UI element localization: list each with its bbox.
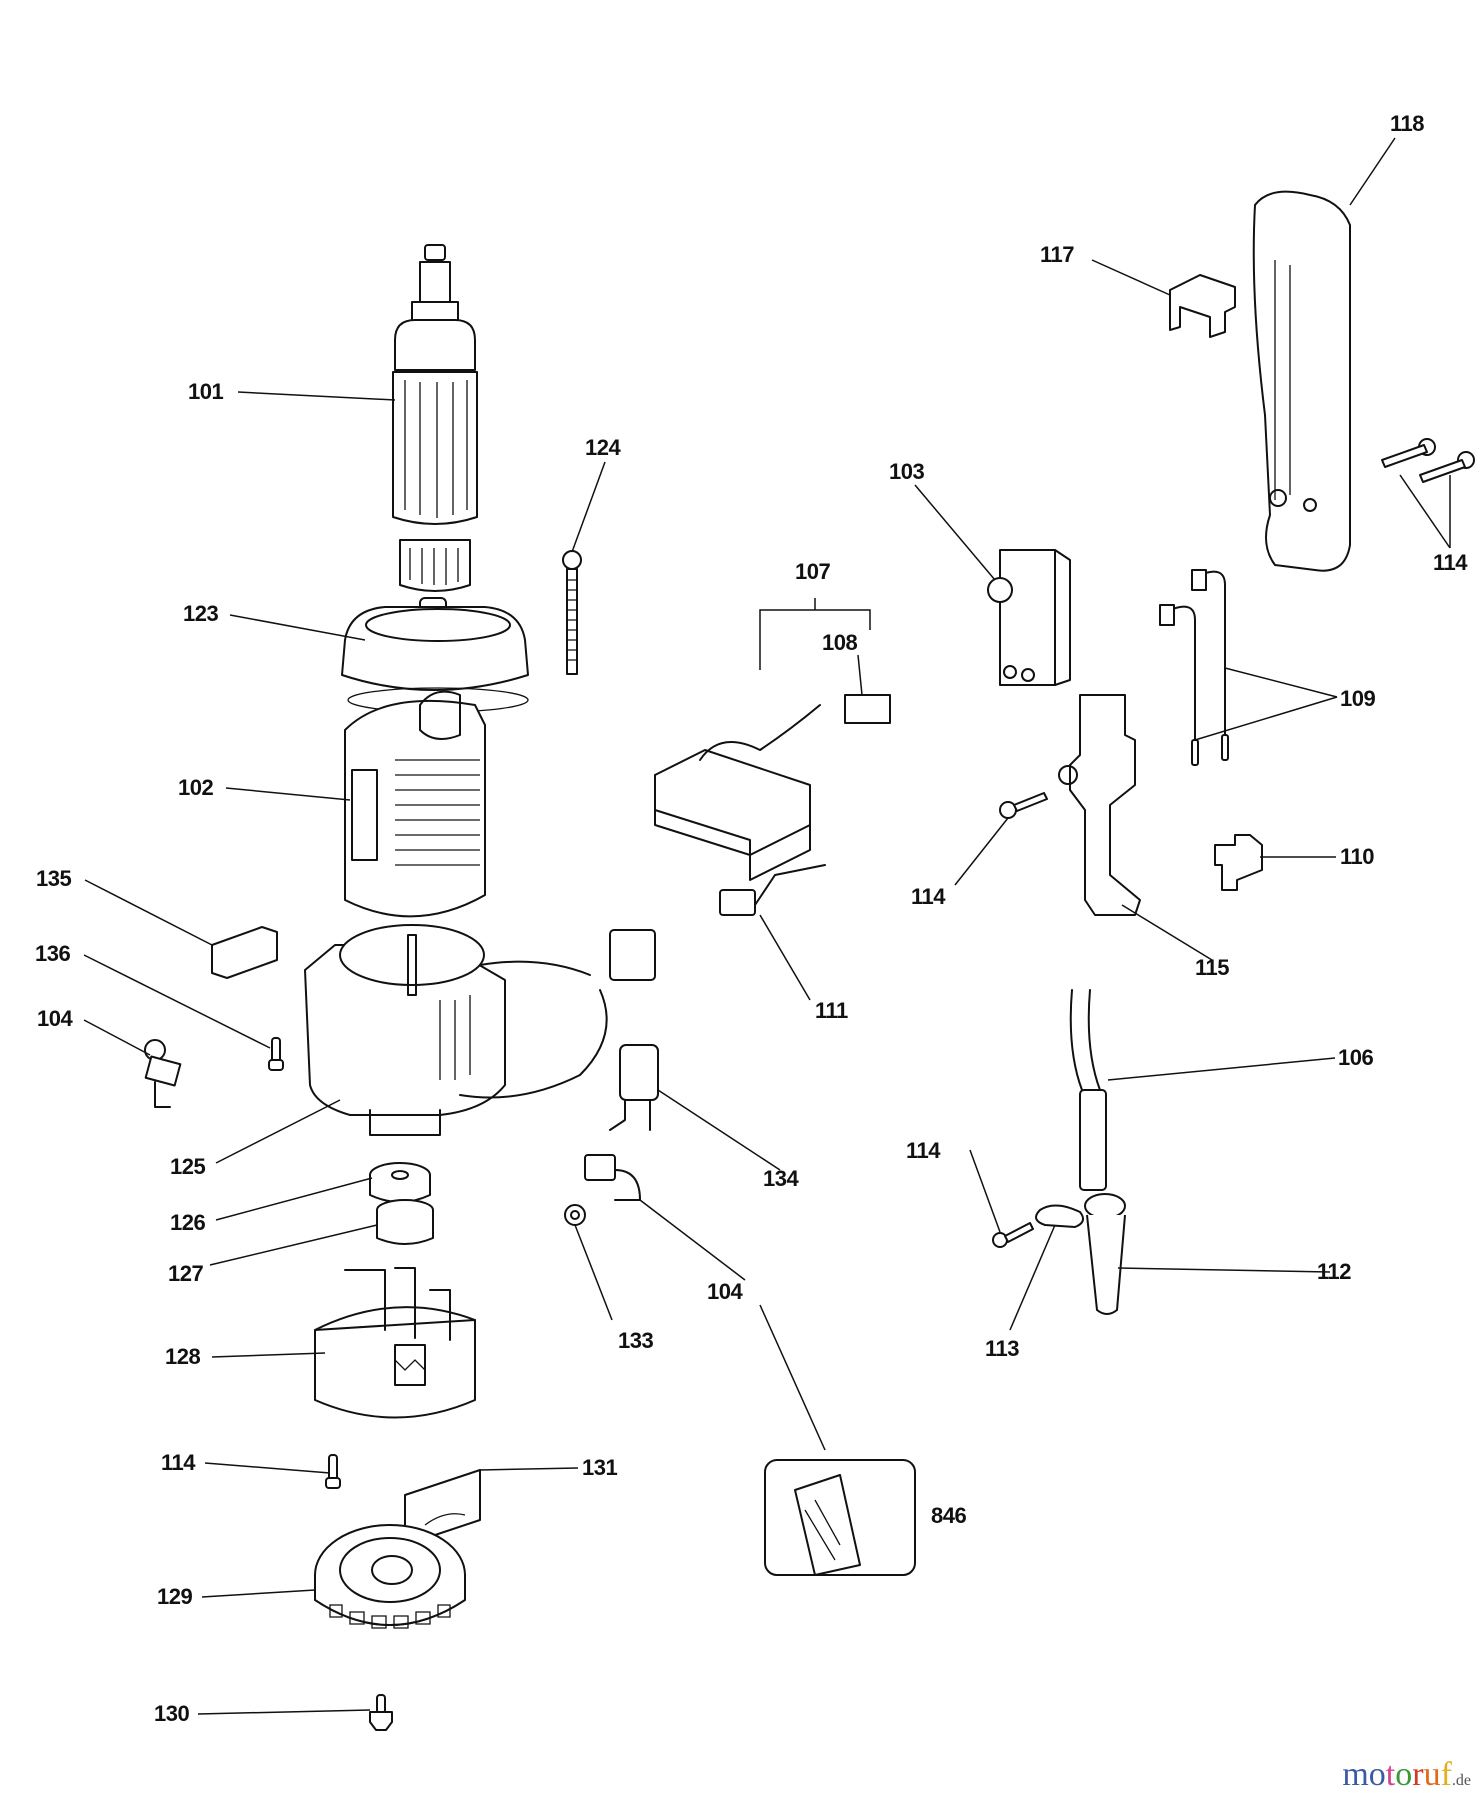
label-114-handle: 114 (1433, 550, 1468, 575)
part-136-screw[interactable] (268, 1037, 284, 1071)
part-106-power-cord[interactable] (1069, 989, 1107, 1191)
label-112: 112 (1317, 1259, 1352, 1284)
watermark-letter: t (1385, 1756, 1396, 1793)
watermark-letter: u (1423, 1756, 1441, 1793)
part-102-field-stator[interactable] (344, 690, 486, 918)
label-127: 127 (168, 1261, 204, 1286)
part-103-switch[interactable] (987, 549, 1071, 686)
part-128-end-cap[interactable] (314, 1267, 476, 1419)
label-118: 118 (1390, 111, 1425, 136)
watermark-letter: o (1395, 1756, 1413, 1793)
label-107: 107 (795, 559, 831, 584)
part-117-clip[interactable] (1169, 274, 1236, 338)
part-134-brush-holder[interactable] (609, 1044, 659, 1131)
part-131-cover-plate[interactable] (404, 1469, 481, 1546)
part-130-end-screw[interactable] (369, 1694, 393, 1731)
label-126: 126 (170, 1210, 206, 1235)
label-114-switch: 114 (911, 884, 946, 909)
label-117: 117 (1040, 242, 1075, 267)
label-133: 133 (618, 1328, 654, 1353)
part-114-screw-mid[interactable] (999, 792, 1048, 819)
leader-lines (83, 137, 1451, 1715)
label-130: 130 (154, 1701, 190, 1726)
part-104-brush-left[interactable] (144, 1039, 182, 1108)
label-109: 109 (1340, 686, 1376, 711)
label-114-endcap: 114 (161, 1450, 196, 1475)
label-134: 134 (763, 1166, 799, 1191)
label-101: 101 (188, 379, 224, 404)
part-114-screw-lower[interactable] (325, 1454, 341, 1489)
part-115-switch-holder[interactable] (1058, 694, 1141, 916)
part-846-parts-bag[interactable] (764, 1459, 916, 1576)
part-125-motor-housing[interactable] (304, 924, 656, 1136)
label-135: 135 (36, 866, 72, 891)
watermark-letter: o (1368, 1756, 1386, 1793)
label-128: 128 (165, 1344, 201, 1369)
label-124: 124 (585, 435, 621, 460)
label-104-center: 104 (707, 1279, 743, 1304)
watermark-letter: r (1412, 1756, 1424, 1793)
label-103: 103 (889, 459, 925, 484)
part-135-plate[interactable] (211, 926, 278, 979)
part-133-spring[interactable] (564, 1204, 586, 1226)
label-125: 125 (170, 1154, 206, 1179)
part-101-armature[interactable] (392, 244, 478, 657)
part-126-bearing[interactable] (369, 1162, 431, 1203)
label-846: 846 (931, 1503, 967, 1528)
part-114-screw-cord[interactable] (992, 1222, 1034, 1248)
label-123: 123 (183, 601, 219, 626)
label-115: 115 (1195, 955, 1230, 980)
label-131: 131 (582, 1455, 618, 1480)
part-104-brush-center[interactable] (584, 1154, 641, 1201)
part-109-wire-leads[interactable] (1159, 569, 1229, 766)
part-129-grille[interactable] (314, 1524, 466, 1629)
label-104-left: 104 (37, 1006, 73, 1031)
label-108: 108 (822, 630, 858, 655)
motoruf-watermark: motoruf.de (1342, 1758, 1471, 1792)
label-110: 110 (1340, 844, 1375, 869)
part-113-cord-clamp[interactable] (1035, 1204, 1085, 1228)
label-102: 102 (178, 775, 214, 800)
part-111-capacitor[interactable] (719, 864, 826, 916)
label-136: 136 (35, 941, 71, 966)
part-124-screw[interactable] (562, 550, 582, 675)
part-114-screws-handle[interactable] (1381, 438, 1475, 483)
part-110-clamp-block[interactable] (1214, 834, 1263, 891)
part-112-cord-protector[interactable] (1084, 1193, 1126, 1315)
part-123-fan-baffle[interactable] (341, 606, 529, 713)
part-118-handle[interactable] (1252, 190, 1351, 572)
label-114-cord: 114 (906, 1138, 941, 1163)
watermark-letter: f (1440, 1756, 1452, 1793)
label-111: 111 (815, 998, 848, 1023)
label-113: 113 (985, 1336, 1020, 1361)
watermark-tld: .de (1451, 1772, 1471, 1789)
part-107-module[interactable] (654, 694, 891, 881)
watermark-letter: m (1342, 1756, 1369, 1793)
label-129: 129 (157, 1584, 193, 1609)
label-106: 106 (1338, 1045, 1374, 1070)
part-127-sleeve[interactable] (376, 1199, 434, 1245)
